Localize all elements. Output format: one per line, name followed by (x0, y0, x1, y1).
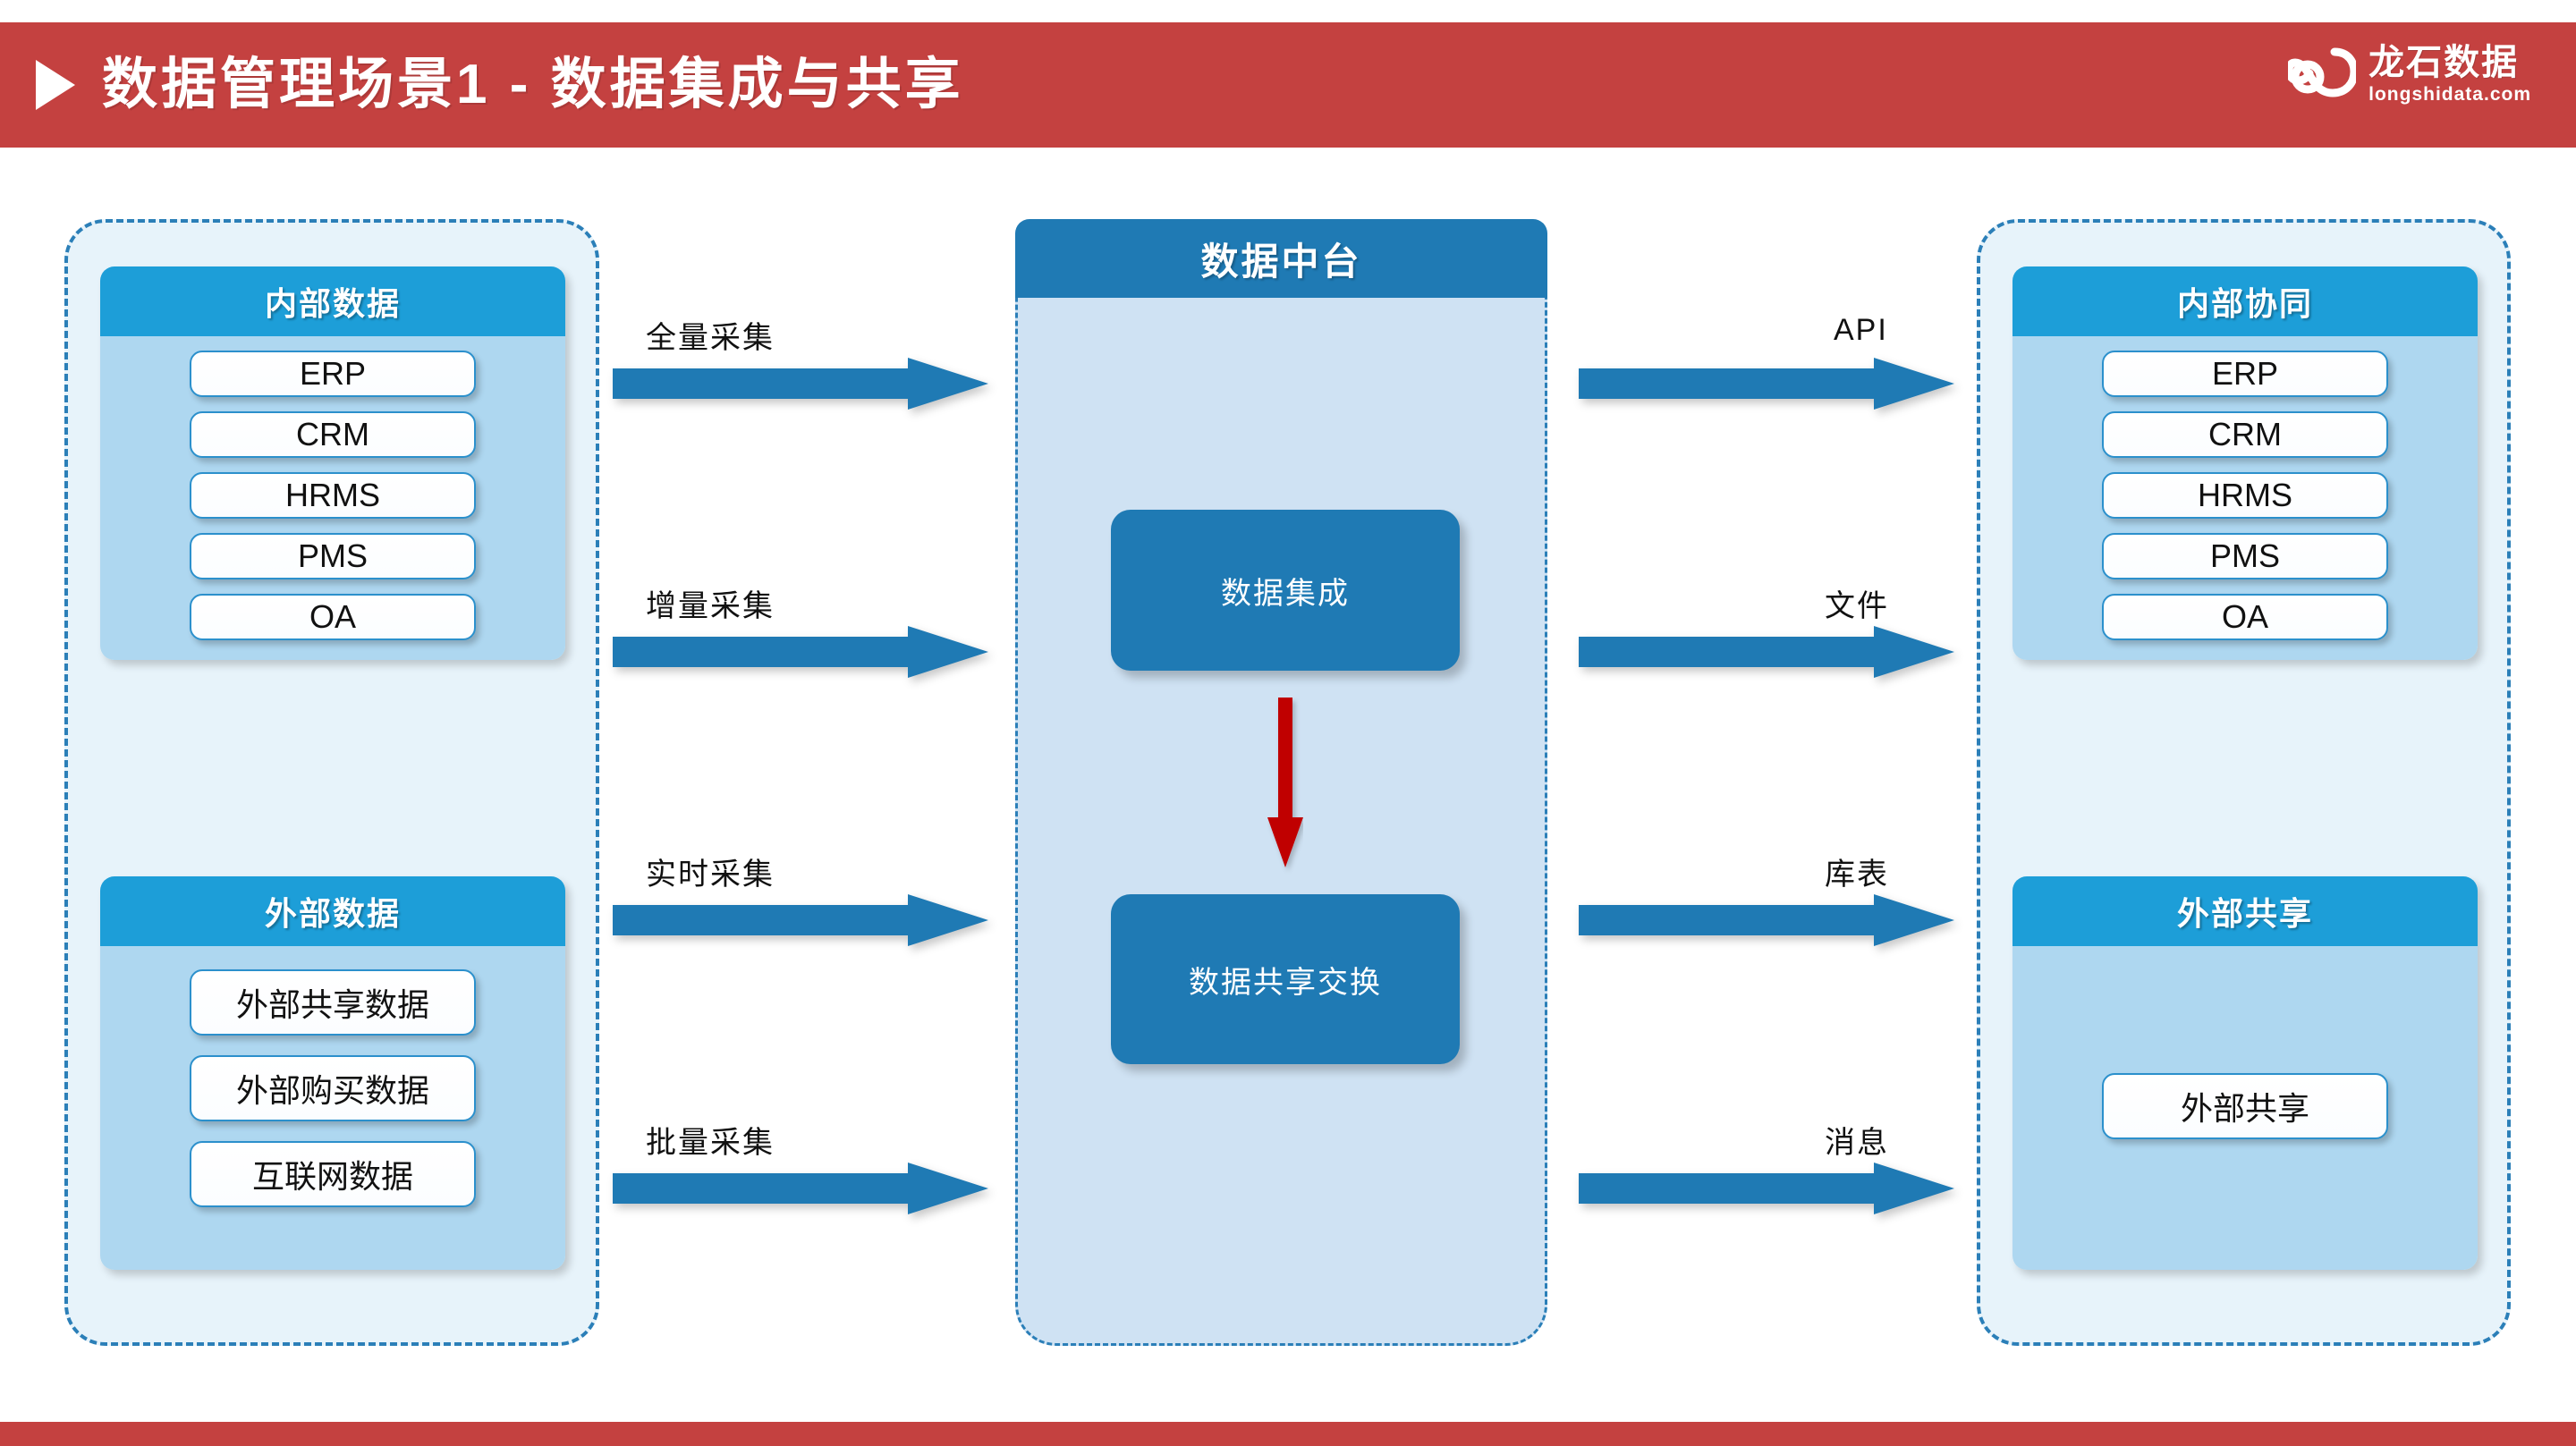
right-arrow-icon (1579, 358, 1954, 410)
list-item[interactable]: 外部共享 (2102, 1073, 2388, 1139)
center-panel-title: 数据中台 (1015, 219, 1547, 298)
group-item-list: ERP CRM HRMS PMS OA (2012, 336, 2478, 660)
brand-logo: 龙石数据 longshidata.com (2284, 43, 2531, 105)
group-title: 内部数据 (100, 266, 565, 336)
right-arrow-icon (1579, 894, 1954, 946)
list-item[interactable]: PMS (2102, 533, 2388, 579)
process-box-data-integration[interactable]: 数据集成 (1111, 510, 1460, 671)
arrow-label-full-collection: 全量采集 (646, 321, 775, 355)
arrow-label-message: 消息 (1825, 1126, 1889, 1160)
list-item[interactable]: 外部购买数据 (190, 1055, 476, 1121)
list-item[interactable]: 互联网数据 (190, 1141, 476, 1207)
page-title: 数据管理场景1 - 数据集成与共享 (102, 54, 964, 115)
list-item[interactable]: ERP (190, 351, 476, 397)
right-arrow-icon (1579, 1163, 1954, 1214)
right-arrow-icon (613, 894, 988, 946)
list-item[interactable]: HRMS (190, 472, 476, 519)
arrow-label-file: 文件 (1825, 589, 1889, 623)
group-title: 内部协同 (2012, 266, 2478, 336)
list-item[interactable]: CRM (190, 411, 476, 458)
play-triangle-icon (36, 60, 75, 110)
list-item[interactable]: ERP (2102, 351, 2388, 397)
down-arrow-icon (1267, 698, 1303, 876)
list-item[interactable]: HRMS (2102, 472, 2388, 519)
group-internal-data: 内部数据 ERP CRM HRMS PMS OA (100, 266, 565, 660)
brand-name-cn: 龙石数据 (2368, 43, 2520, 82)
list-item[interactable]: OA (2102, 594, 2388, 640)
list-item[interactable]: PMS (190, 533, 476, 579)
right-arrow-icon (613, 626, 988, 678)
arrow-label-api: API (1834, 313, 1888, 347)
arrow-label-batch-collection: 批量采集 (646, 1126, 775, 1160)
group-title: 外部共享 (2012, 876, 2478, 946)
group-item-list: ERP CRM HRMS PMS OA (100, 336, 565, 660)
arrow-label-realtime-collection: 实时采集 (646, 858, 775, 892)
page-footer-bar (0, 1422, 2576, 1446)
list-item[interactable]: 外部共享数据 (190, 969, 476, 1036)
group-item-list: 外部共享数据 外部购买数据 互联网数据 (100, 946, 565, 1270)
list-item[interactable]: OA (190, 594, 476, 640)
group-external-sharing: 外部共享 外部共享 (2012, 876, 2478, 1270)
brand-name-en: longshidata.com (2368, 84, 2531, 105)
page-header-bar: 数据管理场景1 - 数据集成与共享 (0, 22, 2576, 148)
group-item-list: 外部共享 (2012, 946, 2478, 1270)
arrow-label-db-table: 库表 (1825, 858, 1889, 892)
right-arrow-icon (1579, 626, 1954, 678)
group-internal-collaboration: 内部协同 ERP CRM HRMS PMS OA (2012, 266, 2478, 660)
process-box-data-sharing-exchange[interactable]: 数据共享交换 (1111, 894, 1460, 1064)
arrow-label-incremental-collection: 增量采集 (646, 589, 775, 623)
right-arrow-icon (613, 1163, 988, 1214)
list-item[interactable]: CRM (2102, 411, 2388, 458)
group-external-data: 外部数据 外部共享数据 外部购买数据 互联网数据 (100, 876, 565, 1270)
infinity-loop-logo-icon (2284, 47, 2359, 103)
group-title: 外部数据 (100, 876, 565, 946)
right-arrow-icon (613, 358, 988, 410)
